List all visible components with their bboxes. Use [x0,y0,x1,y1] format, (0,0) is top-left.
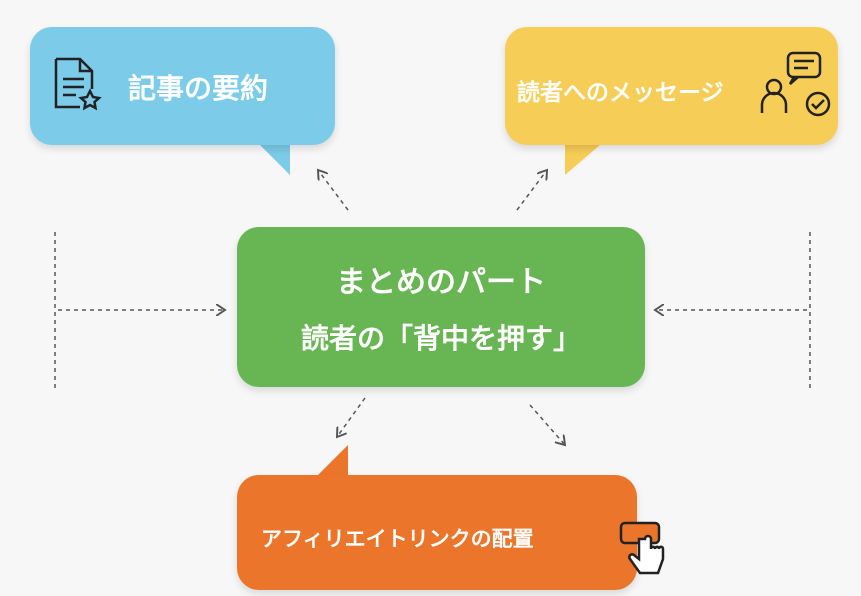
document-star-icon [54,57,102,111]
arrow-lower-right [529,404,565,445]
arrow-to-affiliate [337,397,366,437]
summary-label: 記事の要約 [128,72,269,105]
summary-bubble-tail [260,145,290,175]
arrow-to-message [516,170,547,211]
center-box: まとめのパート 読者の「背中を押す」 [237,227,645,387]
affiliate-bubble: アフィリエイトリンクの配置 [237,475,665,590]
message-bubble-tail [565,145,600,175]
center-subtitle: 読者の「背中を押す」 [300,322,581,355]
center-title: まとめのパート [336,265,546,300]
person-chat-check-icon [760,51,831,117]
message-label: 読者へのメッセージ [517,80,724,106]
arrow-to-summary [318,170,349,211]
hand-click-button-icon [619,521,665,575]
message-bubble: 読者へのメッセージ [505,27,838,145]
summary-bubble: 記事の要約 [30,27,335,145]
affiliate-bubble-tail [315,445,348,478]
affiliate-label: アフィリエイトリンクの配置 [261,527,534,551]
